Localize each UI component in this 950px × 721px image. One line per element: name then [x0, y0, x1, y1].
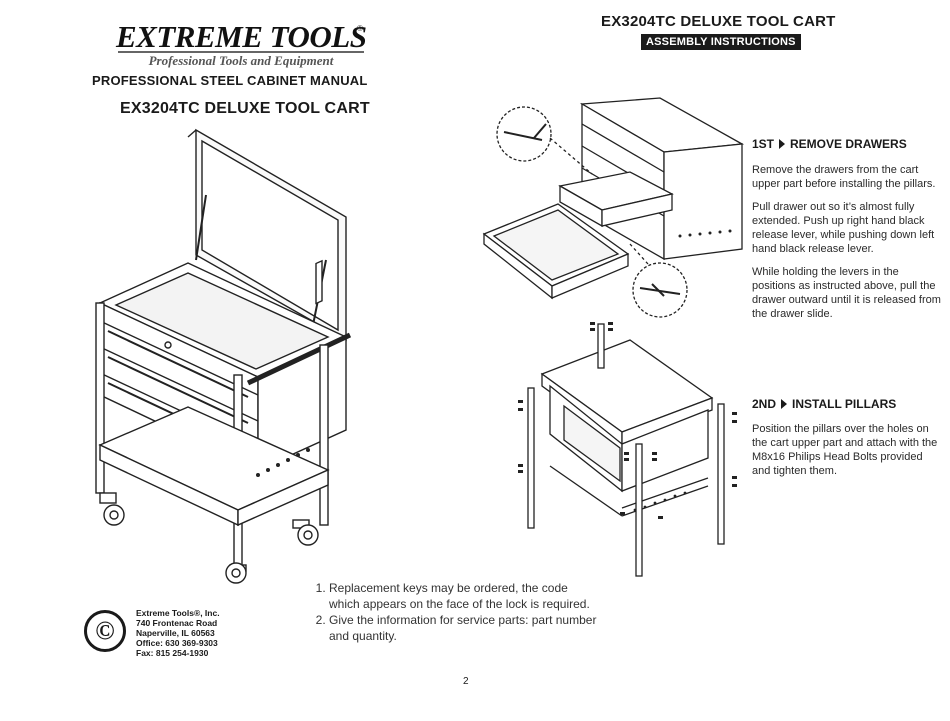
- step-1-number: 1ST: [752, 137, 775, 151]
- company-name: Extreme Tools®, Inc.: [136, 608, 220, 618]
- step-1-title: REMOVE DRAWERS: [790, 137, 907, 151]
- company-office-phone: Office: 630 369-9303: [136, 638, 218, 648]
- assembly-instructions-badge: ASSEMBLY INSTRUCTIONS: [641, 34, 801, 50]
- note-item: Give the information for service parts: …: [329, 612, 599, 644]
- step-2-title: INSTALL PILLARS: [792, 397, 897, 411]
- company-street: 740 Frontenac Road: [136, 618, 218, 628]
- install-pillars-illustration: [518, 322, 737, 577]
- step-1-body: Remove the drawers from the cart upper p…: [752, 163, 942, 330]
- service-notes: Replacement keys may be ordered, the cod…: [314, 580, 599, 644]
- product-title-right: EX3204TC DELUXE TOOL CART: [601, 13, 836, 30]
- arrow-right-icon: [779, 139, 786, 149]
- manual-title: PROFESSIONAL STEEL CABINET MANUAL: [92, 73, 368, 88]
- step-2-number: 2ND: [752, 397, 777, 411]
- copyright-icon: ©: [84, 610, 126, 652]
- arrow-right-icon: [781, 399, 788, 409]
- company-address: Extreme Tools®, Inc. 740 Frontenac Road …: [136, 608, 220, 658]
- note-item: Replacement keys may be ordered, the cod…: [329, 580, 599, 612]
- company-fax: Fax: 815 254-1930: [136, 648, 209, 658]
- step-2-heading: 2ND INSTALL PILLARS: [752, 397, 896, 411]
- step-1-paragraph: While holding the levers in the position…: [752, 266, 941, 320]
- step-2-body: Position the pillars over the holes on t…: [752, 422, 942, 487]
- step-2-paragraph: Position the pillars over the holes on t…: [752, 423, 938, 477]
- step-1-paragraph: Remove the drawers from the cart upper p…: [752, 164, 936, 190]
- brand-tagline: Professional Tools and Equipment: [118, 51, 364, 69]
- brand-logo-text: EXTREME TOOLS: [116, 19, 367, 54]
- company-city: Naperville, IL 60563: [136, 628, 215, 638]
- step-1-heading: 1ST REMOVE DRAWERS: [752, 137, 907, 151]
- page-number: 2: [463, 676, 469, 687]
- step-1-paragraph: Pull drawer out so it’s almost fully ext…: [752, 201, 935, 255]
- tool-cart-illustration: [95, 128, 352, 584]
- remove-drawers-illustration: [482, 97, 745, 318]
- registered-mark: ®: [357, 24, 363, 33]
- product-title-left: EX3204TC DELUXE TOOL CART: [120, 100, 370, 117]
